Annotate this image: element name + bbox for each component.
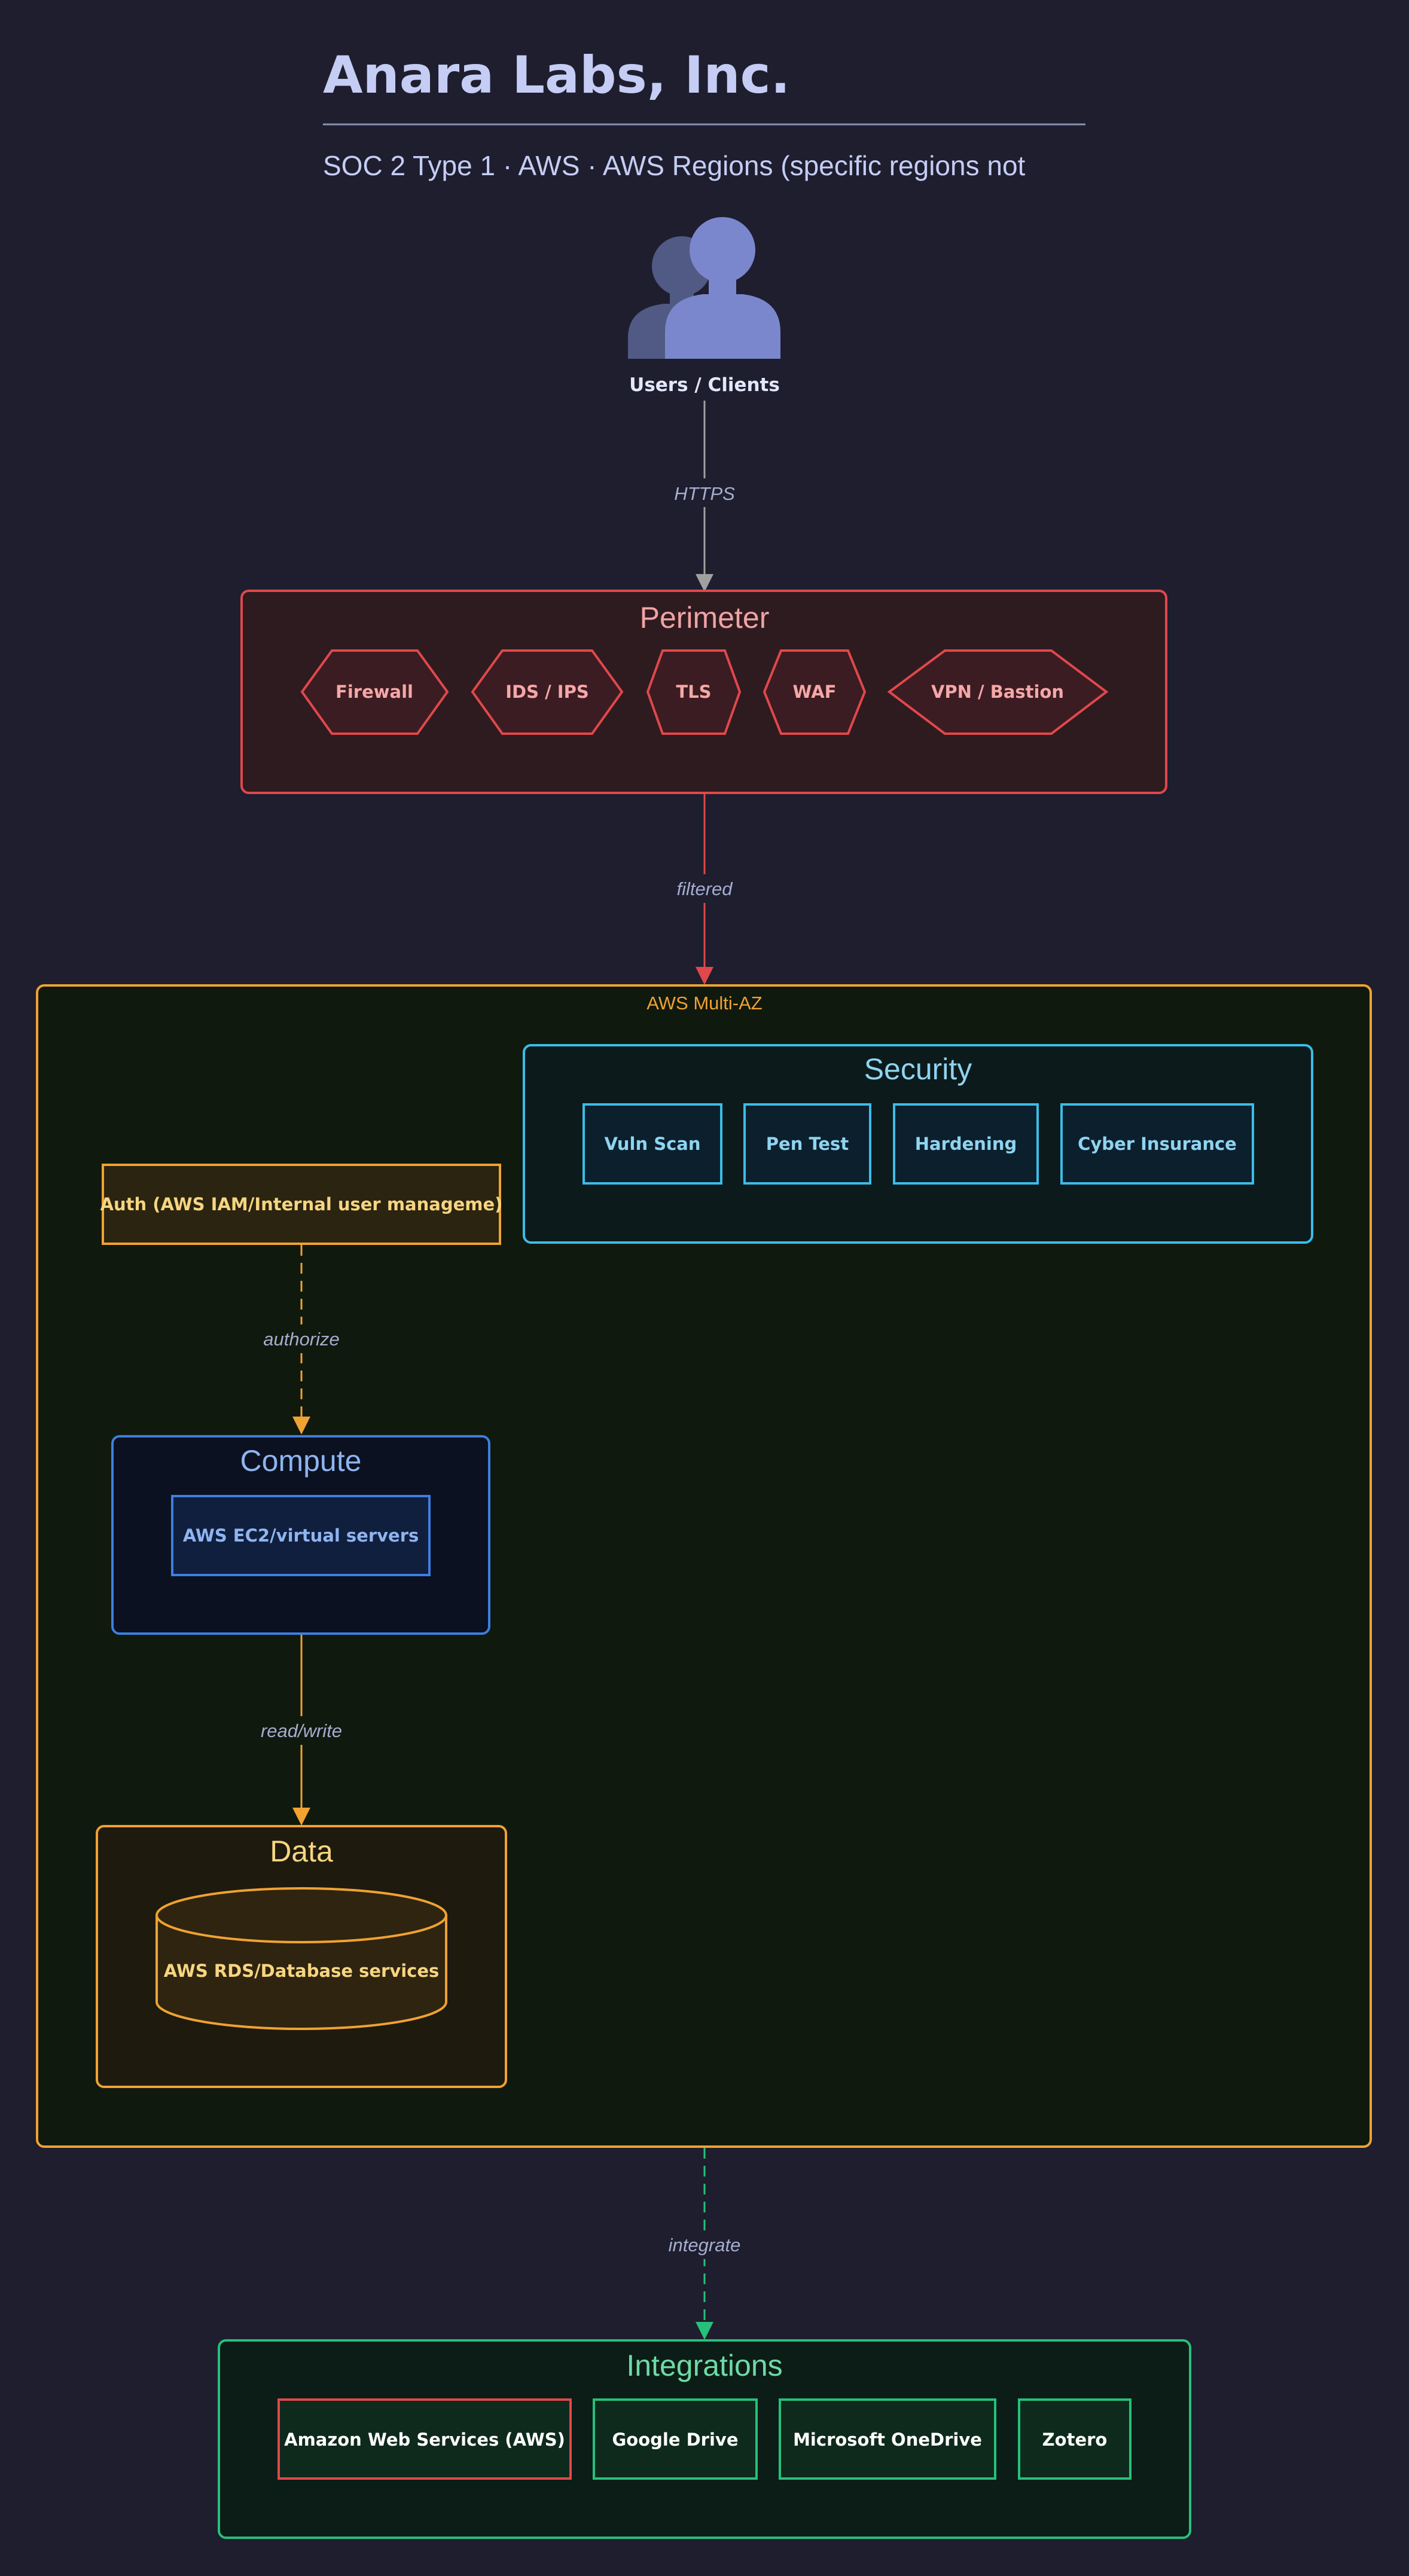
svg-text:WAF: WAF bbox=[793, 682, 837, 702]
compute-title: Compute bbox=[240, 1444, 362, 1478]
security-pen-test: Pen Test bbox=[743, 1103, 871, 1185]
security-cyber-insurance: Cyber Insurance bbox=[1060, 1103, 1254, 1185]
svg-text:AWS RDS/Database services: AWS RDS/Database services bbox=[164, 1961, 440, 1981]
security-hardening: Hardening bbox=[893, 1103, 1039, 1185]
perimeter-ids-ips: IDS / IPS bbox=[471, 649, 624, 735]
page-title: Anara Labs, Inc. bbox=[323, 45, 790, 105]
edge-label-filtered: filtered bbox=[676, 878, 733, 899]
svg-text:Vuln Scan: Vuln Scan bbox=[604, 1134, 700, 1154]
compute-ec2-node: AWS EC2/virtual servers bbox=[171, 1495, 431, 1576]
users-icon bbox=[628, 217, 780, 359]
svg-text:Auth (AWS IAM/Internal user ma: Auth (AWS IAM/Internal user manageme) bbox=[100, 1194, 503, 1214]
security-title: Security bbox=[864, 1052, 972, 1086]
perimeter-vpn-bastion: VPN / Bastion bbox=[887, 649, 1109, 735]
integration-aws: Amazon Web Services (AWS) bbox=[277, 2398, 572, 2480]
integration-zotero: Zotero bbox=[1018, 2398, 1132, 2480]
auth-node: Auth (AWS IAM/Internal user manageme) bbox=[100, 1164, 503, 1245]
svg-text:Microsoft OneDrive: Microsoft OneDrive bbox=[793, 2430, 982, 2450]
database-rds-node: AWS RDS/Database services bbox=[155, 1887, 447, 2030]
data-title: Data bbox=[270, 1835, 333, 1868]
integrations-title: Integrations bbox=[626, 2349, 782, 2382]
edge-label-authorize: authorize bbox=[263, 1329, 340, 1350]
perimeter-tls: TLS bbox=[646, 649, 742, 735]
integration-microsoft-onedrive: Microsoft OneDrive bbox=[779, 2398, 996, 2480]
region-label: AWS Multi-AZ bbox=[646, 993, 762, 1014]
svg-text:IDS / IPS: IDS / IPS bbox=[505, 682, 588, 702]
svg-text:Pen Test: Pen Test bbox=[766, 1134, 849, 1154]
security-vuln-scan: Vuln Scan bbox=[582, 1103, 722, 1185]
page-subtitle: SOC 2 Type 1 · AWS · AWS Regions (specif… bbox=[323, 150, 1026, 181]
integration-google-drive: Google Drive bbox=[593, 2398, 758, 2480]
edge-label-read-write: read/write bbox=[261, 1720, 342, 1741]
perimeter-title: Perimeter bbox=[640, 601, 770, 634]
svg-text:VPN / Bastion: VPN / Bastion bbox=[931, 682, 1064, 702]
perimeter-waf: WAF bbox=[763, 649, 867, 735]
edge-label-https: HTTPS bbox=[674, 483, 735, 504]
svg-text:Hardening: Hardening bbox=[915, 1134, 1017, 1154]
svg-text:Firewall: Firewall bbox=[336, 682, 413, 702]
database-icon bbox=[155, 1887, 447, 1943]
perimeter-firewall: Firewall bbox=[300, 649, 449, 735]
svg-text:Google Drive: Google Drive bbox=[612, 2430, 738, 2450]
svg-text:Cyber Insurance: Cyber Insurance bbox=[1078, 1134, 1237, 1154]
users-label: Users / Clients bbox=[629, 374, 780, 396]
svg-text:AWS EC2/virtual servers: AWS EC2/virtual servers bbox=[183, 1525, 419, 1546]
svg-text:Amazon Web Services (AWS): Amazon Web Services (AWS) bbox=[284, 2430, 565, 2450]
svg-text:TLS: TLS bbox=[676, 682, 711, 702]
svg-text:Zotero: Zotero bbox=[1042, 2430, 1108, 2450]
edge-label-integrate: integrate bbox=[669, 2235, 741, 2255]
